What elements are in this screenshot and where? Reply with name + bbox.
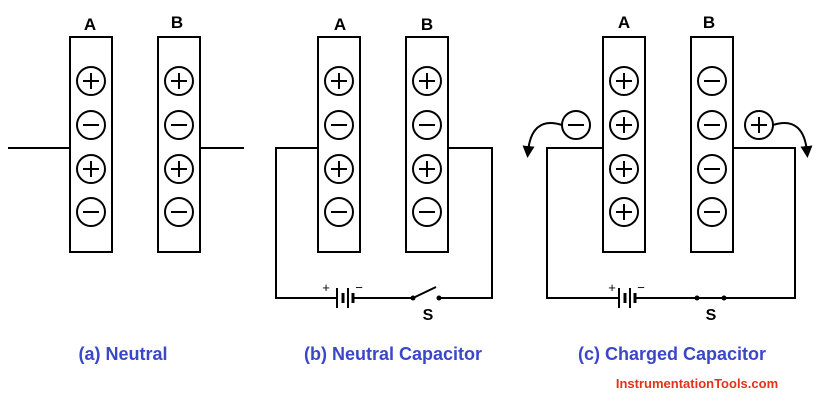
charge-circle-icon xyxy=(697,197,727,227)
charge-circle-icon xyxy=(609,154,639,184)
plus-icon xyxy=(419,73,435,89)
plate-b-charges xyxy=(164,66,194,227)
caption-neutral: (a) Neutral xyxy=(78,344,167,364)
charge-circle-icon xyxy=(412,154,442,184)
plate-b-charges xyxy=(697,66,727,227)
charge-circle-icon xyxy=(412,110,442,140)
watermark-text: InstrumentationTools.com xyxy=(616,376,778,391)
battery-icon xyxy=(607,288,638,308)
open-switch-icon xyxy=(410,286,442,301)
moving-electron xyxy=(522,110,591,158)
plus-icon xyxy=(83,161,99,177)
charge-circle-icon xyxy=(76,154,106,184)
circuit-wire-left xyxy=(275,147,334,299)
battery-plus-label: + xyxy=(608,280,616,295)
battery-icon xyxy=(334,288,356,308)
plus-icon xyxy=(419,161,435,177)
charge-circle-icon xyxy=(561,110,591,140)
battery-plus-label: + xyxy=(322,280,330,295)
curved-arrow-icon xyxy=(522,122,563,158)
panel-neutral: A B (a) Neutral xyxy=(8,13,244,364)
charge-circle-icon xyxy=(697,110,727,140)
charge-circle-icon xyxy=(164,110,194,140)
plus-icon xyxy=(331,161,347,177)
charge-circle-icon xyxy=(744,110,774,140)
plus-icon xyxy=(616,204,632,220)
charge-circle-icon xyxy=(76,197,106,227)
charge-circle-icon xyxy=(609,110,639,140)
charge-circle-icon xyxy=(164,197,194,227)
plate-a-label: A xyxy=(334,15,346,34)
charge-circle-icon xyxy=(324,154,354,184)
plus-icon xyxy=(616,73,632,89)
charge-circle-icon xyxy=(324,110,354,140)
plate-a-charges xyxy=(609,66,639,227)
charge-circle-icon xyxy=(76,66,106,96)
plus-icon xyxy=(616,161,632,177)
charge-circle-icon xyxy=(324,66,354,96)
plus-icon xyxy=(83,73,99,89)
circuit-wire-right xyxy=(697,147,796,299)
charge-circle-icon xyxy=(697,154,727,184)
panel-neutral-capacitor: A B + − S xyxy=(275,15,493,364)
plate-b-charges xyxy=(412,66,442,227)
plus-icon xyxy=(751,117,767,133)
closed-switch-icon xyxy=(694,295,727,301)
plate-a-label: A xyxy=(84,15,96,34)
plus-icon xyxy=(171,161,187,177)
charge-circle-icon xyxy=(164,66,194,96)
charge-circle-icon xyxy=(609,66,639,96)
circuit-wire-right xyxy=(440,147,493,299)
panel-charged-capacitor: A B + − S xyxy=(522,13,813,364)
charge-circle-icon xyxy=(412,197,442,227)
switch-label: S xyxy=(423,307,434,324)
charge-circle-icon xyxy=(609,197,639,227)
caption-charged-capacitor: (c) Charged Capacitor xyxy=(578,344,766,364)
circuit-wire-left xyxy=(546,147,607,299)
charge-circle-icon xyxy=(164,154,194,184)
battery-minus-label: − xyxy=(355,280,363,295)
charge-circle-icon xyxy=(412,66,442,96)
plate-a-label: A xyxy=(618,13,630,32)
plate-b-label: B xyxy=(703,13,715,32)
plate-b-label: B xyxy=(421,15,433,34)
caption-neutral-capacitor: (b) Neutral Capacitor xyxy=(304,344,482,364)
plus-icon xyxy=(171,73,187,89)
plus-icon xyxy=(331,73,347,89)
plate-a-charges xyxy=(76,66,106,227)
plate-a-charges xyxy=(324,66,354,227)
curved-arrow-icon xyxy=(772,122,813,158)
charge-circle-icon xyxy=(76,110,106,140)
battery-minus-label: − xyxy=(637,280,645,295)
charge-circle-icon xyxy=(697,66,727,96)
plate-b-label: B xyxy=(171,13,183,32)
switch-label: S xyxy=(706,307,717,324)
plus-icon xyxy=(616,117,632,133)
moving-positive-charge xyxy=(744,110,813,158)
charge-circle-icon xyxy=(324,197,354,227)
